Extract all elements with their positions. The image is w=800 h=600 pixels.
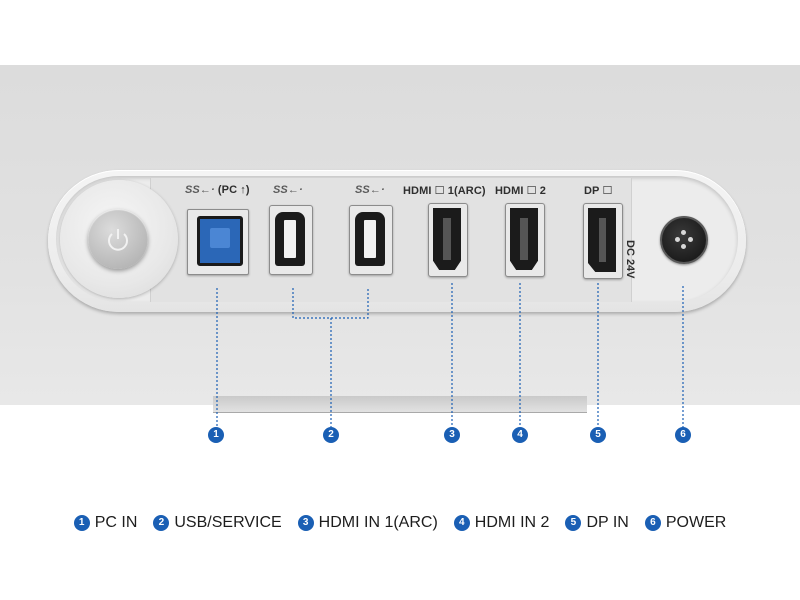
legend-number: 3 [297, 515, 314, 531]
power-icon [108, 229, 128, 251]
legend-label: DP IN [586, 514, 629, 531]
usb-a-socket [355, 212, 385, 266]
usb-b-label-text: (PC ↑) [217, 184, 250, 196]
callout-5: 5 [590, 427, 606, 443]
callout-6: 6 [675, 427, 691, 443]
legend-item-pc-in: 1 PC IN [73, 514, 138, 532]
legend-item-usb-service: 2 USB/SERVICE [153, 514, 282, 532]
legend-number: 1 [73, 515, 90, 531]
legend-number: 5 [565, 515, 582, 531]
legend-label: HDMI IN 1(ARC) [318, 514, 438, 531]
callout-1: 1 [208, 427, 224, 443]
hdmi-port-1[interactable] [428, 203, 468, 277]
legend-item-dp-in: 5 DP IN [565, 514, 629, 532]
dp-socket [588, 208, 616, 272]
usb-a1-port-label: SS←· [273, 184, 303, 196]
hdmi2-port-label: HDMI ☐ 2 [495, 185, 546, 197]
legend-item-hdmi-in-1: 3 HDMI IN 1(ARC) [297, 514, 438, 532]
usb-a-socket [275, 212, 305, 266]
dc-power-jack[interactable] [660, 216, 708, 264]
legend-number: 4 [453, 515, 470, 531]
usb-b-port-label: SS←· (PC ↑) [185, 184, 250, 196]
legend-label: USB/SERVICE [174, 514, 282, 531]
legend-label: HDMI IN 2 [474, 514, 550, 531]
hdmi-socket [433, 208, 461, 270]
power-button[interactable] [88, 209, 148, 269]
callout-2: 2 [323, 427, 339, 443]
usb-a-port-2[interactable] [349, 205, 393, 275]
hdmi-socket [510, 208, 538, 270]
stand-edge [213, 396, 587, 413]
usb-a-port-1[interactable] [269, 205, 313, 275]
legend-label: POWER [665, 514, 727, 531]
usb-superspeed-icon: SS←· [273, 184, 303, 196]
usb-b-socket [197, 216, 243, 266]
displayport-port[interactable] [583, 203, 623, 279]
legend-number: 6 [644, 515, 661, 531]
usb-b-port[interactable] [187, 209, 249, 275]
callout-4: 4 [512, 427, 528, 443]
dp-port-label: DP ☐ [584, 185, 613, 197]
usb-a2-port-label: SS←· [355, 184, 385, 196]
usb-superspeed-icon: SS←· [355, 184, 385, 196]
hdmi1-port-label: HDMI ☐ 1(ARC) [403, 185, 486, 197]
hdmi-port-2[interactable] [505, 203, 545, 277]
legend-item-power: 6 POWER [644, 514, 727, 532]
legend-item-hdmi-in-2: 4 HDMI IN 2 [453, 514, 550, 532]
port-legend: 1 PC IN 2 USB/SERVICE 3 HDMI IN 1(ARC) 4… [0, 514, 800, 532]
legend-label: PC IN [94, 514, 138, 531]
usb-superspeed-icon: SS←· [185, 184, 215, 196]
legend-number: 2 [153, 515, 170, 531]
callout-3: 3 [444, 427, 460, 443]
